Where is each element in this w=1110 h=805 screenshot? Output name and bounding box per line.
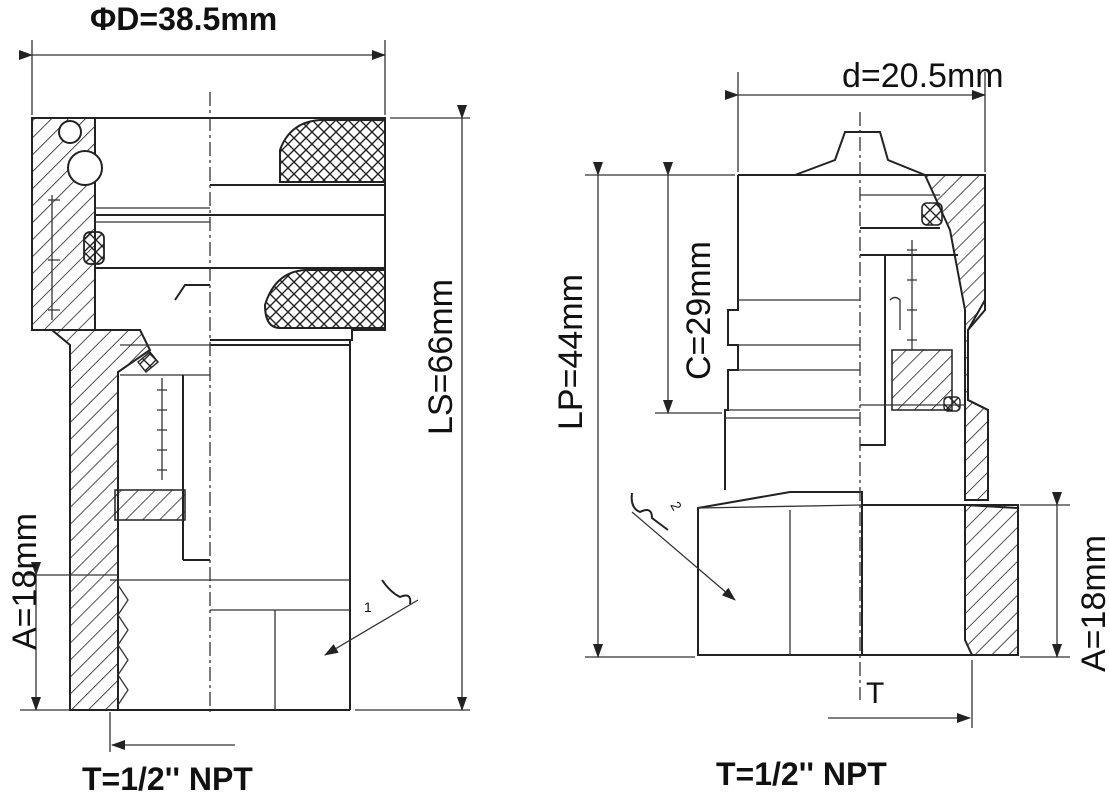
coupler-sleeve-outline [32,117,386,341]
wrench-icon [630,492,669,531]
coupler-length-label: LS=66mm [422,279,460,435]
wrench-icon [381,579,412,605]
nipple-engagement-label: C=29mm [680,241,718,380]
nipple-callout-leader [631,511,736,601]
nipple-thread-label: T=1/2'' NPT [716,756,887,792]
coupler-knurl-top [279,119,386,183]
coupler-thread-label: T=1/2'' NPT [82,761,253,797]
nipple-thread-length-label: A=18mm [1075,535,1110,672]
nipple-callout-number: 2 [667,499,685,514]
nipple-length-label: LP=44mm [552,274,590,430]
coupler-drawing [31,92,386,712]
coupler-callout-leader [324,599,419,656]
nipple-tip [794,131,926,176]
coupler-locking-ball [67,150,103,186]
nipple-hex [697,491,863,656]
nipple-diameter-label: d=20.5mm [842,57,1004,95]
nipple-thread-section [964,504,1019,656]
coupler-o-ring [83,231,105,265]
coupler-thread-length-label: A=18mm [6,513,44,650]
coupler-knurl-bottom [263,269,386,329]
coupler-diameter-label: ΦD=38.5mm [90,1,277,37]
coupler-locking-ball-small [58,120,82,144]
coupler-callout-number: 1 [364,599,372,615]
nipple-o-ring [921,202,943,226]
nipple-sleeve-section [923,174,989,501]
coupler-sleeve-section [31,117,96,331]
nipple-thread-symbol: T [866,677,884,710]
nipple-drawing [697,112,1019,700]
nipple-dimensions: d=20.5mm LP=44mm C=29mm A=18mm T T=1/2''… [552,57,1110,792]
coupler-dimensions: ΦD=38.5mm LS=66mm A=18mm T=1/2'' NPT 1 [6,1,470,797]
